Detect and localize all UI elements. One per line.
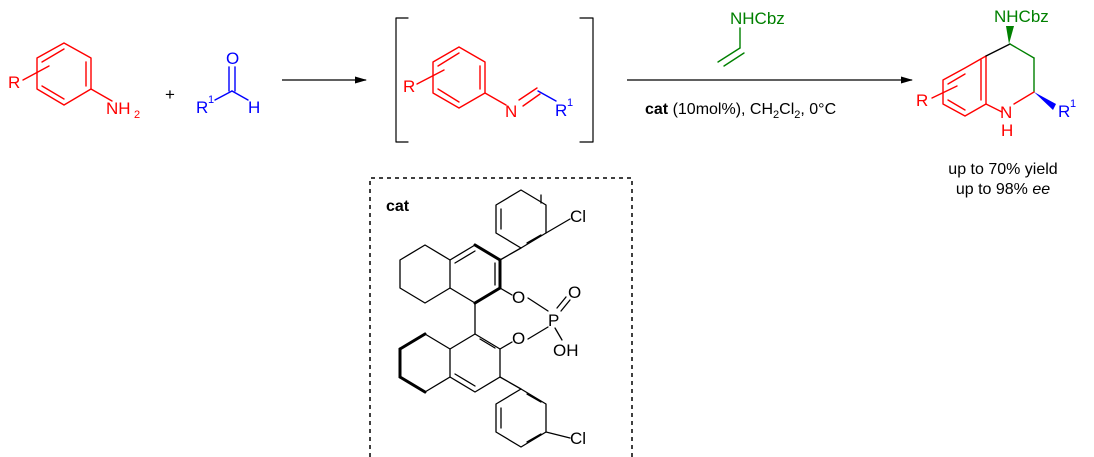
product-wedge-c4 — [1006, 26, 1014, 44]
aldehyde-structure — [214, 66, 249, 101]
catalyst-cl-top: Cl — [570, 207, 586, 226]
product-h-label: H — [1001, 121, 1013, 140]
catalyst-p: P — [548, 311, 559, 330]
aniline-nh-label: NH — [106, 99, 131, 118]
product-n-label: N — [1000, 103, 1012, 122]
product-wedge-c2 — [1034, 92, 1056, 110]
conditions-loading: (10mol%), CH — [668, 101, 773, 118]
product-nhcbz-label: NHCbz — [994, 7, 1049, 26]
right-bracket — [579, 17, 594, 143]
product-r1-superscript: 1 — [1070, 98, 1076, 110]
reaction-conditions: cat (10mol%), CH2Cl2, 0°C — [645, 101, 836, 121]
conditions-cl: Cl — [779, 101, 794, 118]
imine-cn-structure — [518, 87, 557, 107]
aldehyde-r-superscript: 1 — [208, 94, 214, 106]
catalyst-bold-edges — [398, 243, 502, 394]
catalyst-o-lower: O — [512, 329, 525, 348]
imine-r-label: R — [403, 77, 415, 96]
aldehyde-h-label: H — [248, 98, 260, 117]
yield-text: up to 70% yield — [948, 161, 1057, 178]
product-r1-label: R — [1058, 102, 1070, 121]
reagent-nhcbz-label: NHCbz — [730, 9, 785, 28]
imine-n-label: N — [505, 102, 517, 121]
aniline-structure — [22, 42, 113, 106]
catalyst-title: cat — [386, 198, 410, 215]
product-r-label: R — [916, 91, 928, 110]
imine-r1-superscript: 1 — [567, 97, 573, 109]
aniline-r-label: R — [8, 73, 20, 92]
conditions-cat: cat — [645, 101, 669, 118]
product-saturated-ring — [985, 43, 1035, 113]
product-aryl-ring — [931, 55, 987, 117]
conditions-sub-2b: 2 — [794, 109, 800, 121]
ee-prefix: up to 98% — [956, 181, 1033, 198]
ee-text: up to 98% ee — [956, 181, 1050, 198]
catalyst-cl-bottom: Cl — [570, 429, 586, 448]
imine-r1-label: R — [555, 101, 567, 120]
imine-aryl-structure — [416, 46, 507, 109]
catalyst-o-double: O — [568, 283, 581, 302]
enamide-structure — [717, 27, 745, 67]
catalyst-oh: OH — [553, 341, 579, 360]
conditions-sub-2a: 2 — [773, 109, 779, 121]
aldehyde-r-label: R — [196, 98, 208, 117]
catalyst-box — [369, 177, 633, 457]
aldehyde-o-label: O — [226, 49, 239, 68]
ee-italic: ee — [1032, 181, 1050, 198]
conditions-temp: , 0°C — [800, 101, 836, 118]
plus-sign: + — [165, 85, 175, 104]
catalyst-structure — [399, 189, 571, 448]
catalyst-o-upper: O — [512, 288, 525, 307]
left-bracket — [395, 17, 409, 143]
aniline-nh-subscript: 2 — [134, 109, 140, 121]
